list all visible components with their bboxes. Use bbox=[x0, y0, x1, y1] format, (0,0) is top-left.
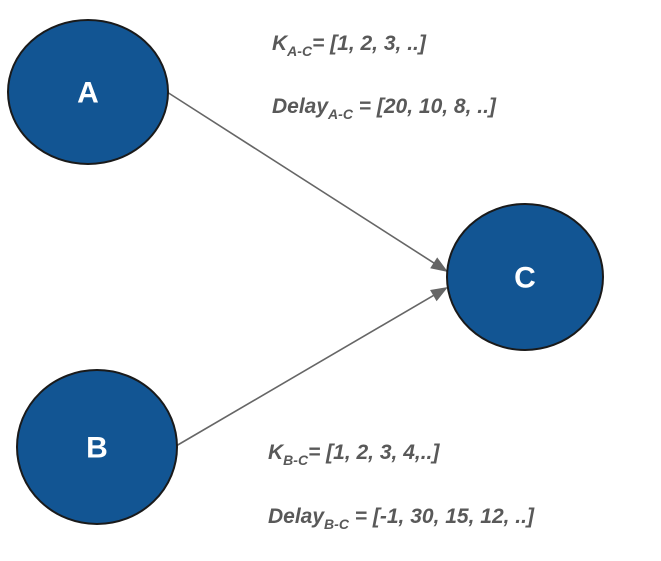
node-label: A bbox=[77, 77, 99, 110]
label-value: = [1, 2, 3, ..] bbox=[312, 32, 427, 55]
edge-b-c bbox=[175, 287, 448, 447]
node-shape[interactable] bbox=[16, 369, 178, 525]
edge-label-k-bc: KB-C= [1, 2, 3, 4,..] bbox=[268, 441, 440, 468]
node-label: C bbox=[514, 262, 536, 295]
label-group: KA-C= [1, 2, 3, ..]DelayA-C = [20, 10, 8… bbox=[268, 32, 535, 532]
label-subscript: A-C bbox=[327, 106, 354, 122]
node-b[interactable]: B bbox=[16, 369, 178, 525]
node-c[interactable]: C bbox=[446, 203, 604, 351]
label-value: = [1, 2, 3, 4,..] bbox=[308, 441, 440, 464]
label-subscript: B-C bbox=[283, 452, 309, 468]
edge-a-c bbox=[166, 91, 448, 272]
node-a[interactable]: A bbox=[7, 19, 169, 165]
edge-line bbox=[166, 91, 436, 265]
node-label: B bbox=[86, 432, 108, 465]
edge-label-delay-bc: DelayB-C = [-1, 30, 15, 12, ..] bbox=[268, 505, 535, 532]
node-group: A B C bbox=[7, 19, 604, 525]
edge-line bbox=[175, 293, 436, 447]
label-subscript: B-C bbox=[324, 516, 350, 532]
label-value: = [20, 10, 8, ..] bbox=[353, 95, 497, 118]
node-shape[interactable] bbox=[446, 203, 604, 351]
edge-label-k-ac: KA-C= [1, 2, 3, ..] bbox=[272, 32, 427, 59]
label-subscript: A-C bbox=[286, 43, 313, 59]
node-shape[interactable] bbox=[7, 19, 169, 165]
label-base: K bbox=[268, 441, 285, 464]
label-base: K bbox=[272, 32, 289, 55]
arrow-head-icon bbox=[430, 287, 448, 302]
label-value: = [-1, 30, 15, 12, ..] bbox=[349, 505, 535, 528]
arrow-head-icon bbox=[430, 257, 448, 272]
edge-group bbox=[166, 91, 448, 447]
edge-label-delay-ac: DelayA-C = [20, 10, 8, ..] bbox=[272, 95, 497, 122]
label-base: Delay bbox=[268, 505, 325, 528]
label-base: Delay bbox=[272, 95, 329, 118]
